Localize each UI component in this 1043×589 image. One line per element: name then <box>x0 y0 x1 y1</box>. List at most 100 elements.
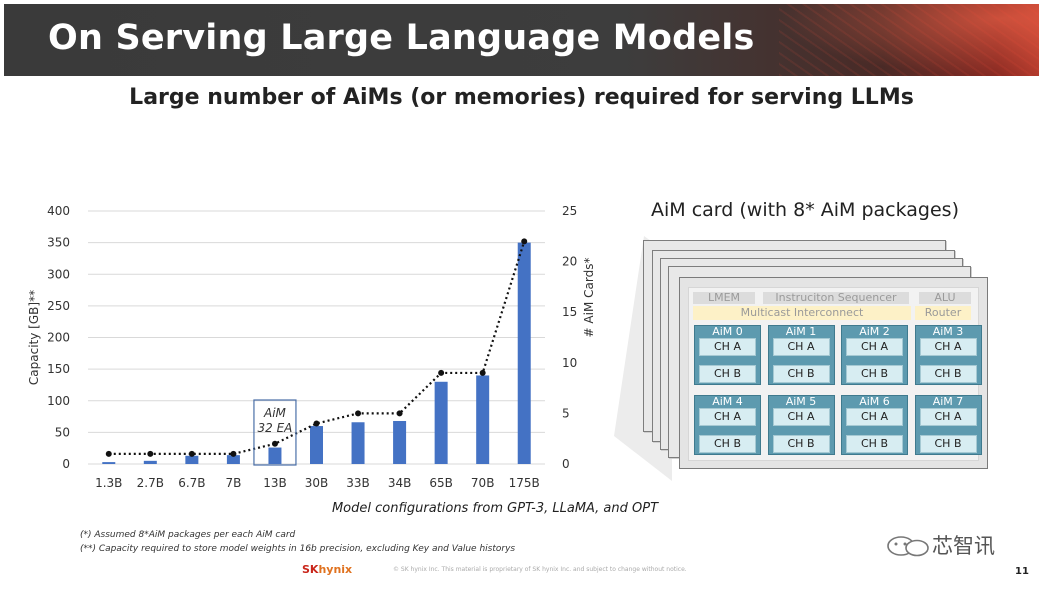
y-axis-label: Capacity [GB]** <box>27 290 41 385</box>
y-tick-label: 250 <box>47 299 70 313</box>
channel-b: CH B <box>919 365 977 383</box>
channel-a: CH A <box>919 338 977 356</box>
watermark-text: 芯智讯 <box>932 534 995 558</box>
x-tick-label: 6.7B <box>178 476 205 490</box>
channel-b: CH B <box>846 365 903 383</box>
aim-package-label: AiM 6 <box>859 395 890 408</box>
y2-tick-label: 15 <box>562 305 577 319</box>
logo-hynix: hynix <box>318 563 353 576</box>
aim-package-label: AiM 7 <box>932 395 964 408</box>
router: Router <box>915 306 971 320</box>
bar <box>185 455 199 464</box>
title-bar: On Serving Large Language Models <box>4 4 1039 76</box>
aim-package-label: AiM 0 <box>712 325 743 338</box>
channel-a: CH A <box>699 408 756 426</box>
aim-package-label: AiM 3 <box>932 325 964 338</box>
bar <box>351 422 365 464</box>
bar <box>476 375 490 464</box>
aim-card-inner: LMEM Instruciton Sequencer ALU Multicast In… <box>688 287 982 461</box>
slide-subtitle: Large number of AiMs (or memories) requi… <box>129 85 914 110</box>
bar <box>310 426 323 464</box>
slide-title: On Serving Large Language Models <box>48 18 755 58</box>
channel-b: CH B <box>919 435 977 453</box>
x-tick-label: 33B <box>346 476 370 490</box>
y2-tick-label: 0 <box>562 457 570 471</box>
control-instruction-sequencer: Instruciton Sequencer <box>763 292 909 304</box>
y-tick-label: 200 <box>47 331 70 345</box>
channel-b: CH B <box>846 435 903 453</box>
cards-marker <box>521 238 528 245</box>
y-tick-label: 350 <box>47 236 70 250</box>
sk-hynix-logo: SKhynix <box>302 563 352 576</box>
channel-a: CH A <box>699 338 756 356</box>
footnote-1: (*) Assumed 8*AiM packages per each AiM … <box>80 530 296 540</box>
cards-marker <box>147 450 154 457</box>
y-tick-label: 150 <box>47 362 70 376</box>
y-tick-label: 400 <box>47 204 70 218</box>
channel-a: CH A <box>919 408 977 426</box>
aim-package-label: AiM 4 <box>712 395 743 408</box>
cards-marker <box>271 440 278 447</box>
annotation-label: AiM <box>263 406 287 420</box>
bar <box>226 455 240 464</box>
bar <box>143 460 157 464</box>
bar <box>434 381 448 464</box>
cards-marker <box>230 450 237 457</box>
control-lmem: LMEM <box>693 292 755 304</box>
channel-a: CH A <box>846 408 903 426</box>
channel-b: CH B <box>699 365 756 383</box>
bar <box>102 462 116 464</box>
aim-package-label: AiM 5 <box>785 395 817 408</box>
x-tick-label: 65B <box>429 476 453 490</box>
x-tick-label: 70B <box>471 476 495 490</box>
x-axis-label: Model configurations from GPT-3, LLaMA, … <box>332 501 659 516</box>
x-tick-label: 7B <box>225 476 241 490</box>
logo-sk: SK <box>302 563 319 576</box>
cards-marker <box>105 450 112 457</box>
bar <box>393 420 407 464</box>
channel-b: CH B <box>772 435 830 453</box>
x-tick-label: 2.7B <box>137 476 164 490</box>
y2-tick-label: 20 <box>562 255 577 269</box>
x-tick-label: 30B <box>305 476 329 490</box>
y-tick-label: 50 <box>55 425 70 439</box>
cards-marker <box>438 369 445 376</box>
y2-tick-label: 5 <box>562 406 570 420</box>
bar <box>268 447 282 464</box>
footnote-2: (**) Capacity required to store model we… <box>80 544 516 554</box>
x-tick-label: 1.3B <box>95 476 122 490</box>
y-tick-label: 100 <box>47 394 70 408</box>
aim-package-label: AiM 2 <box>859 325 890 338</box>
y2-tick-label: 10 <box>562 356 577 370</box>
annotation-label: 32 EA <box>258 421 293 435</box>
y-tick-label: 300 <box>47 267 70 281</box>
page-number: 11 <box>1015 566 1029 577</box>
cards-marker <box>313 420 320 427</box>
channel-b: CH B <box>772 365 830 383</box>
copyright-text: © SK hynix Inc. This material is proprie… <box>393 566 687 573</box>
cards-marker <box>355 410 362 417</box>
y2-tick-label: 25 <box>562 204 577 218</box>
bar <box>517 242 531 464</box>
channel-a: CH A <box>772 338 830 356</box>
aim-card-title: AiM card (with 8* AiM packages) <box>651 199 959 221</box>
y-tick-label: 0 <box>62 457 70 471</box>
aim-card-front: LMEM Instruciton Sequencer ALU Multicast In… <box>679 277 988 469</box>
cards-marker <box>188 450 195 457</box>
multicast-interconnect: Multicast Interconnect <box>693 306 911 320</box>
x-tick-label: 175B <box>509 476 540 490</box>
x-tick-label: 34B <box>388 476 412 490</box>
capacity-chart: 0 50 100 150 200 250 300 350 400 0 5 10 15 20 25Capaci… <box>27 204 659 516</box>
wechat-icon <box>887 536 929 557</box>
title-decoration <box>779 4 1039 76</box>
control-alu: ALU <box>919 292 971 304</box>
x-tick-label: 13B <box>263 476 287 490</box>
